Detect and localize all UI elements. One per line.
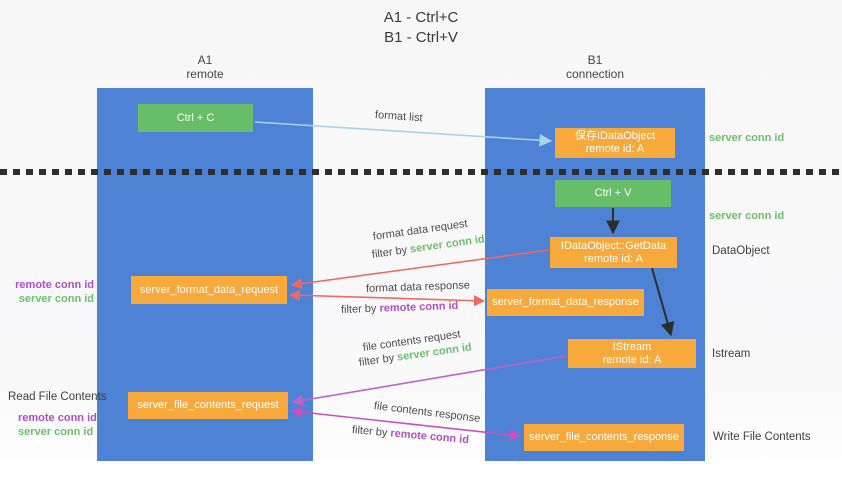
- node-ctrl-v: Ctrl + V: [555, 180, 671, 207]
- node-istream-line2: remote id: A: [602, 353, 662, 366]
- right-label-write-file-contents: Write File Contents: [713, 431, 811, 443]
- label-filter-by-remote-conn-id-2: filter by remote conn id: [351, 424, 469, 446]
- remote-conn-id-text: remote conn id: [379, 299, 459, 315]
- node-save-idataobject: 保存IDataObject remote id: A: [555, 128, 675, 158]
- title-line-1: A1 - Ctrl+C: [383, 9, 459, 26]
- left-label-conn-ids-top: remote conn id server conn id: [9, 278, 94, 306]
- node-save-idataobject-line2: remote id: A: [585, 143, 645, 155]
- node-ctrl-c: Ctrl + C: [138, 104, 253, 132]
- left-remote-conn-id-top: remote conn id: [15, 279, 94, 291]
- title-line-2: B1 - Ctrl+V: [384, 29, 458, 46]
- node-file-response-label: server_file_contents_response: [529, 431, 679, 443]
- remote-conn-id-text: remote conn id: [389, 427, 470, 447]
- label-format-list: format list: [374, 109, 423, 125]
- node-save-idataobject-line1: 保存IDataObject: [574, 130, 656, 142]
- label-format-data-response: format data response: [365, 279, 471, 295]
- node-ctrl-v-label: Ctrl + V: [594, 187, 632, 199]
- right-label-dataobject: DataObject: [712, 245, 770, 257]
- diagram-title: A1 - Ctrl+C B1 - Ctrl+V: [0, 8, 842, 48]
- node-istream-line1: IStream: [612, 340, 652, 353]
- left-label-read-file-contents: Read File Contents: [8, 391, 107, 403]
- column-a1-subtitle: remote: [186, 67, 224, 81]
- right-label-server-conn-id-mid: server conn id: [709, 210, 785, 222]
- right-label-server-conn-id-top: server conn id: [709, 132, 785, 144]
- filter-by-text: filter by: [358, 351, 398, 369]
- node-server-format-data-response: server_format_data_response: [487, 289, 644, 316]
- server-conn-id-text: server conn id: [409, 233, 486, 256]
- filter-by-text: filter by: [371, 243, 411, 261]
- label-file-contents-response: file contents response: [373, 400, 481, 425]
- left-label-conn-ids-bottom: remote conn id server conn id: [18, 411, 97, 439]
- column-b1-name: B1: [587, 53, 603, 67]
- column-a1-name: A1: [197, 53, 213, 67]
- left-remote-conn-id-bottom: remote conn id: [18, 412, 97, 424]
- filter-by-text: filter by: [340, 302, 380, 316]
- node-getdata-line1: IDataObject::GetData: [560, 239, 667, 252]
- node-idataobject-getdata: IDataObject::GetData remote id: A: [550, 237, 677, 268]
- node-server-file-contents-request: server_file_contents_request: [128, 392, 288, 419]
- dashed-separator-line: [0, 169, 842, 175]
- node-server-file-contents-response: server_file_contents_response: [524, 424, 684, 451]
- label-filter-by-remote-conn-id-1: filter by remote conn id: [341, 300, 459, 316]
- filter-by-text: filter by: [351, 424, 391, 440]
- column-header-b1: B1 connection: [485, 53, 705, 81]
- right-label-istream: Istream: [712, 348, 751, 360]
- column-header-a1: A1 remote: [97, 53, 313, 81]
- node-file-request-label: server_file_contents_request: [137, 399, 279, 411]
- column-b1-subtitle: connection: [565, 67, 625, 81]
- node-istream: IStream remote id: A: [568, 339, 696, 368]
- node-format-response-label: server_format_data_response: [492, 296, 639, 308]
- left-server-conn-id-top: server conn id: [18, 293, 94, 305]
- node-server-format-data-request: server_format_data_request: [131, 276, 287, 304]
- node-format-request-label: server_format_data_request: [139, 283, 279, 296]
- node-getdata-line2: remote id: A: [584, 252, 643, 265]
- left-server-conn-id-bottom: server conn id: [18, 426, 94, 438]
- node-ctrl-c-label: Ctrl + C: [176, 111, 215, 124]
